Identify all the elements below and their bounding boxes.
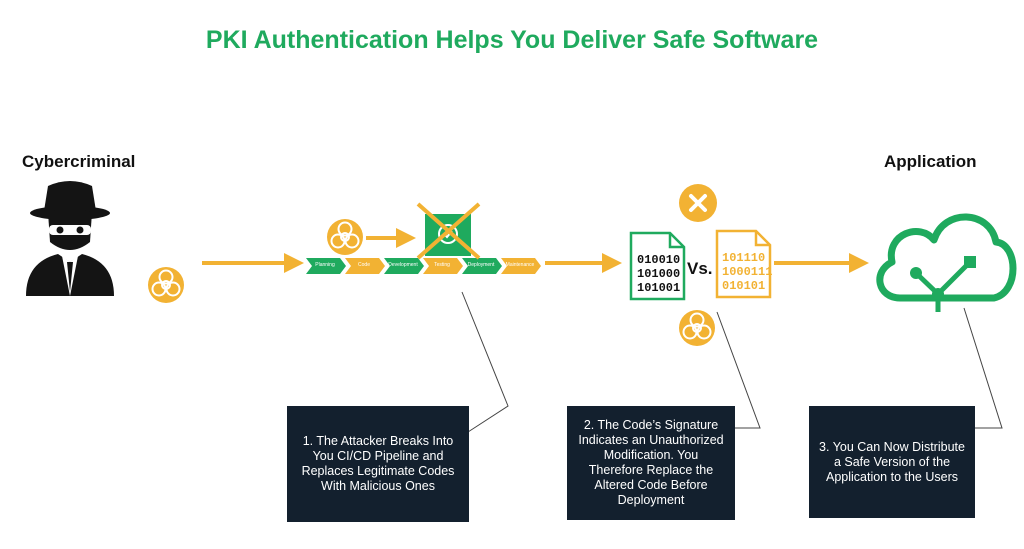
pipeline-stage-label: Planning: [315, 262, 335, 268]
cybercriminal-label: Cybercriminal: [22, 152, 136, 171]
code-line: 010010: [637, 253, 681, 267]
step-1-box: 1. The Attacker Breaks Into You CI/CD Pi…: [287, 406, 469, 522]
code-file-icon: [629, 231, 686, 301]
cloud-app-icon: [876, 213, 1017, 312]
pipeline-stage-code: [345, 258, 385, 274]
versus-label: Vs.: [687, 259, 713, 278]
code-file-icon: [715, 229, 772, 299]
pipeline-stage-development: [384, 258, 424, 274]
replaced-code-icon: [416, 202, 481, 260]
hacker-icon: [26, 181, 114, 296]
pipeline-stage-deployment: [462, 258, 502, 274]
biohazard-icon: [327, 219, 363, 255]
pipeline-stage-label: Maintenance: [505, 262, 535, 268]
reject-x-icon: [679, 184, 717, 222]
code-line: 010101: [722, 279, 766, 293]
pipeline-stage-label: Development: [388, 262, 418, 268]
application-label: Application: [884, 152, 977, 171]
step-2-box: 2. The Code’s Signature Indicates an Una…: [567, 406, 735, 520]
pipeline-stage-planning: [306, 258, 346, 274]
pipeline-stage-label: Deployment: [467, 262, 495, 268]
pipeline-stage-maintenance: [501, 258, 541, 274]
biohazard-icon: [148, 267, 184, 303]
code-line: 101110: [722, 251, 766, 265]
pipeline-stage-label: Code: [358, 262, 370, 268]
pipeline-stage-label: Testing: [434, 262, 450, 268]
code-line: 101000: [637, 267, 681, 281]
page-title: PKI Authentication Helps You Deliver Saf…: [205, 26, 819, 54]
code-line: 1000111: [722, 265, 773, 279]
biohazard-icon: [679, 310, 715, 346]
code-line: 101001: [637, 281, 681, 295]
callout-line-1: [461, 291, 509, 433]
pipeline: [306, 258, 541, 274]
pipeline-stage-testing: [423, 258, 463, 274]
step-3-box: 3. You Can Now Distribute a Safe Version…: [809, 406, 975, 518]
callout-line-3: [963, 307, 1003, 429]
